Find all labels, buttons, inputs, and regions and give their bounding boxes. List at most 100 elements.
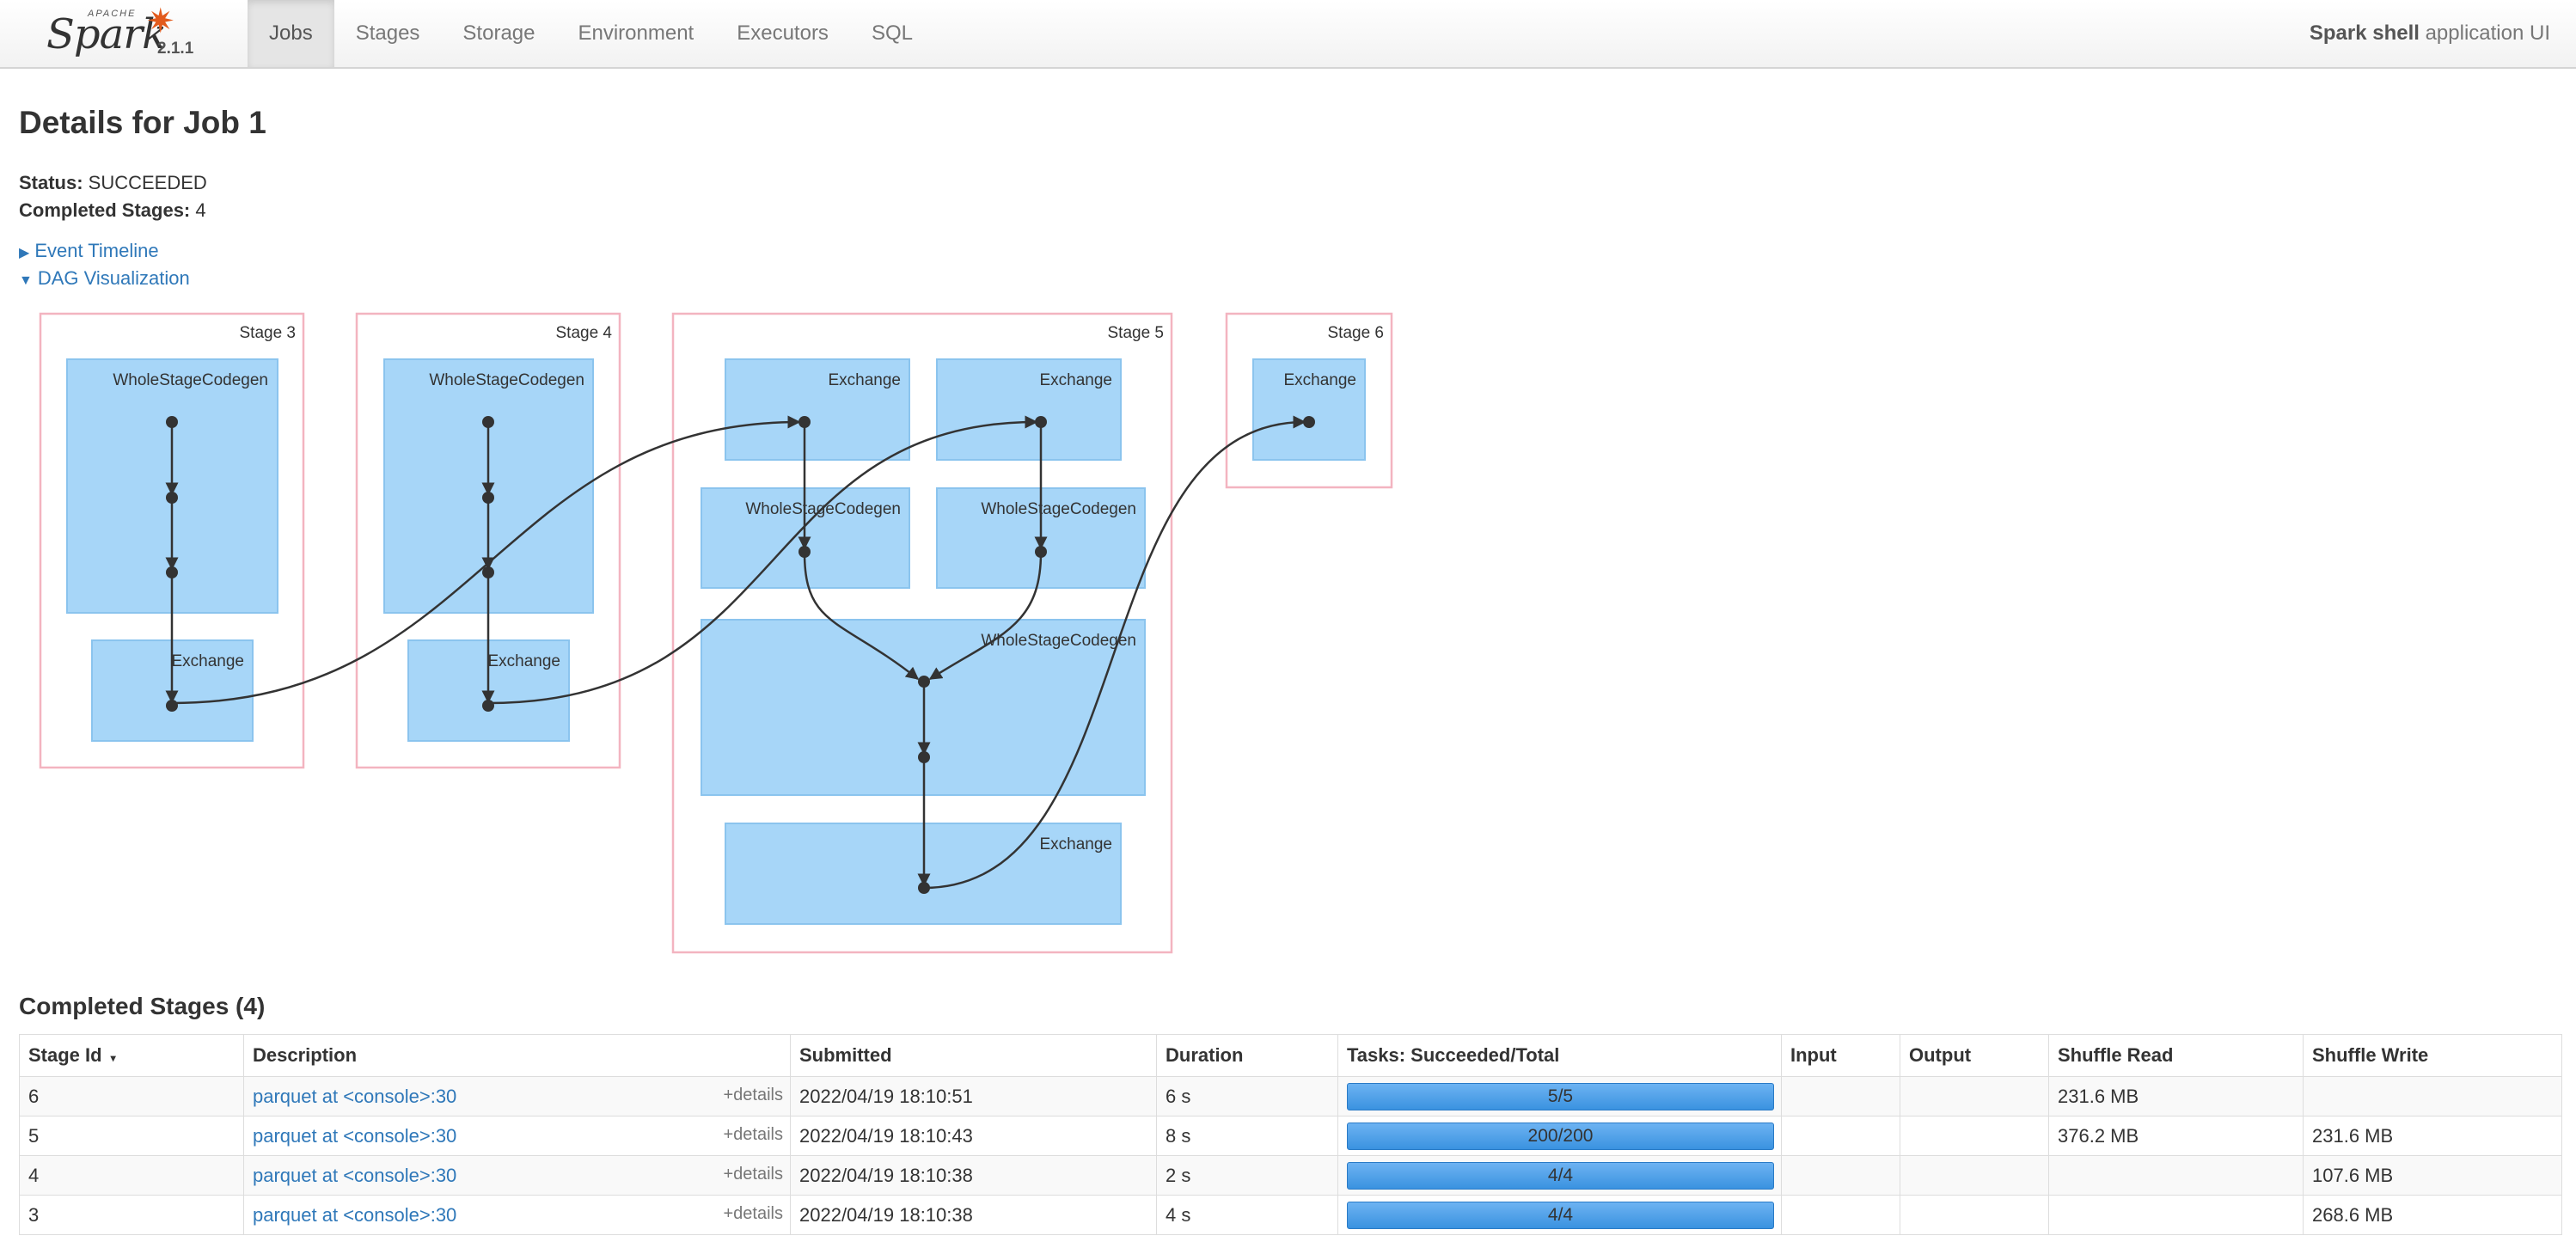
cell-description: parquet at <console>:30 +details xyxy=(243,1155,791,1196)
stage-description-link[interactable]: parquet at <console>:30 xyxy=(253,1164,457,1186)
dag-cluster-s5-exchange-left[interactable]: Exchange xyxy=(725,358,910,461)
col-stage-id-label: Stage Id xyxy=(28,1044,102,1066)
nav-tab-sql[interactable]: SQL xyxy=(871,21,913,45)
details-toggle[interactable]: +details xyxy=(723,1125,784,1144)
cell-output xyxy=(1900,1155,2049,1196)
dag-visualization-toggle[interactable]: ▼ DAG Visualization xyxy=(19,267,190,290)
spark-logo[interactable]: APACHE Spark ✷ 2.1.1 xyxy=(43,3,198,64)
nav-tab-environment[interactable]: Environment xyxy=(578,21,694,45)
dag-cluster-label: Exchange xyxy=(171,652,244,670)
cell-input xyxy=(1781,1155,1900,1196)
dag-nodes xyxy=(166,416,1315,894)
cell-tasks: 200/200 xyxy=(1337,1116,1782,1156)
cell-submitted: 2022/04/19 18:10:38 xyxy=(790,1195,1157,1235)
dag-cluster-label: Exchange xyxy=(1283,371,1356,389)
cell-duration: 2 s xyxy=(1156,1155,1338,1196)
cell-shuffle-write: 268.6 MB xyxy=(2303,1195,2562,1235)
nav-tab-executors[interactable]: Executors xyxy=(737,21,829,45)
cell-shuffle-write: 107.6 MB xyxy=(2303,1155,2562,1196)
completed-stages-link[interactable]: Completed Stages: xyxy=(19,199,191,221)
dag-stage-4-label: Stage 4 xyxy=(556,324,613,342)
cell-input xyxy=(1781,1195,1900,1235)
details-toggle[interactable]: +details xyxy=(723,1086,784,1104)
completed-stages-body: 6 parquet at <console>:30 +details 2022/04/… xyxy=(19,1076,2562,1235)
dag-cluster-label: WholeStageCodegen xyxy=(113,371,268,389)
col-duration[interactable]: Duration xyxy=(1156,1034,1338,1077)
stage-description-link[interactable]: parquet at <console>:30 xyxy=(253,1203,457,1226)
dag-edges xyxy=(165,415,1306,890)
spark-version: 2.1.1 xyxy=(157,40,194,58)
dag-cluster-label: Exchange xyxy=(1039,835,1112,853)
event-timeline-toggle[interactable]: ▶Event Timeline xyxy=(19,240,159,262)
cell-stage-id: 4 xyxy=(19,1155,244,1196)
cell-duration: 8 s xyxy=(1156,1116,1338,1156)
spark-star-icon: ✷ xyxy=(146,3,175,40)
cell-output xyxy=(1900,1116,2049,1156)
caret-down-icon: ▼ xyxy=(19,273,33,288)
completed-stages-count: 4 xyxy=(190,199,206,221)
caret-right-icon: ▶ xyxy=(19,246,30,260)
cell-output xyxy=(1900,1076,2049,1116)
cell-duration: 6 s xyxy=(1156,1076,1338,1116)
col-shuffle-read[interactable]: Shuffle Read xyxy=(2048,1034,2304,1077)
cell-description: parquet at <console>:30 +details xyxy=(243,1116,791,1156)
page-title: Details for Job 1 xyxy=(19,105,266,140)
col-input[interactable]: Input xyxy=(1781,1034,1900,1077)
job-status: Status: SUCCEEDED xyxy=(19,172,207,194)
sort-desc-icon: ▾ xyxy=(110,1052,116,1064)
completed-stages-table: Stage Id ▾ Description Submitted Duration… xyxy=(19,1034,2562,1235)
cell-tasks: 4/4 xyxy=(1337,1195,1782,1235)
dag-visualization-label: DAG Visualization xyxy=(37,267,190,289)
nav-tab-storage[interactable]: Storage xyxy=(462,21,535,45)
nav-tab-jobs[interactable]: Jobs xyxy=(248,0,334,67)
details-toggle[interactable]: +details xyxy=(723,1204,784,1223)
cell-tasks: 5/5 xyxy=(1337,1076,1782,1116)
dag-cluster-label: Exchange xyxy=(487,652,560,670)
dag-stage-6-label: Stage 6 xyxy=(1328,324,1385,342)
cell-stage-id: 5 xyxy=(19,1116,244,1156)
table-row: 3 parquet at <console>:30 +details 2022/04/… xyxy=(19,1195,2562,1235)
logo-spark-text: Spark xyxy=(46,10,167,58)
col-description[interactable]: Description xyxy=(243,1034,791,1077)
completed-stages-heading: Completed Stages (4) xyxy=(19,993,266,1019)
table-row: 5 parquet at <console>:30 +details 2022/04/… xyxy=(19,1116,2562,1156)
dag-cluster-label: WholeStageCodegen xyxy=(429,371,584,389)
dag-cluster-s5-exchange-right[interactable]: Exchange xyxy=(936,358,1122,461)
cell-shuffle-read xyxy=(2048,1195,2304,1235)
cell-submitted: 2022/04/19 18:10:51 xyxy=(790,1076,1157,1116)
completed-stages-summary: Completed Stages: 4 xyxy=(19,199,206,222)
app-name-bold: Spark shell xyxy=(2309,21,2420,45)
col-stage-id[interactable]: Stage Id ▾ xyxy=(19,1034,244,1077)
cell-shuffle-write: 231.6 MB xyxy=(2303,1116,2562,1156)
stage-description-link[interactable]: parquet at <console>:30 xyxy=(253,1124,457,1147)
dag-stage-3-label: Stage 3 xyxy=(240,324,297,342)
top-navbar: APACHE Spark ✷ 2.1.1 Jobs Stages Storage… xyxy=(0,0,2576,69)
app-name-suffix: application UI xyxy=(2419,21,2550,45)
dag-cluster-s6-exchange[interactable]: Exchange xyxy=(1252,358,1366,461)
tasks-progress-bar: 4/4 xyxy=(1347,1201,1774,1229)
cell-submitted: 2022/04/19 18:10:43 xyxy=(790,1116,1157,1156)
dag-cluster-label: WholeStageCodegen xyxy=(981,632,1136,650)
col-submitted[interactable]: Submitted xyxy=(790,1034,1157,1077)
col-tasks[interactable]: Tasks: Succeeded/Total xyxy=(1337,1034,1782,1077)
table-header-row: Stage Id ▾ Description Submitted Duration… xyxy=(19,1034,2562,1077)
dag-cluster-label: WholeStageCodegen xyxy=(745,500,901,518)
dag-stage-5-label: Stage 5 xyxy=(1108,324,1165,342)
stage-description-link[interactable]: parquet at <console>:30 xyxy=(253,1085,457,1107)
details-toggle[interactable]: +details xyxy=(723,1165,784,1184)
cell-stage-id: 6 xyxy=(19,1076,244,1116)
table-row: 6 parquet at <console>:30 +details 2022/04/… xyxy=(19,1076,2562,1116)
dag-cluster-label: Exchange xyxy=(828,371,901,389)
col-shuffle-write[interactable]: Shuffle Write xyxy=(2303,1034,2562,1077)
cell-stage-id: 3 xyxy=(19,1195,244,1235)
cell-shuffle-read xyxy=(2048,1155,2304,1196)
dag-cluster-label: WholeStageCodegen xyxy=(981,500,1136,518)
cell-description: parquet at <console>:30 +details xyxy=(243,1076,791,1116)
cell-shuffle-read: 376.2 MB xyxy=(2048,1116,2304,1156)
status-label: Status: xyxy=(19,172,83,193)
nav-tab-stages[interactable]: Stages xyxy=(355,21,420,45)
logo-apache-text: APACHE xyxy=(88,9,137,19)
status-value: SUCCEEDED xyxy=(83,172,207,193)
col-output[interactable]: Output xyxy=(1900,1034,2049,1077)
